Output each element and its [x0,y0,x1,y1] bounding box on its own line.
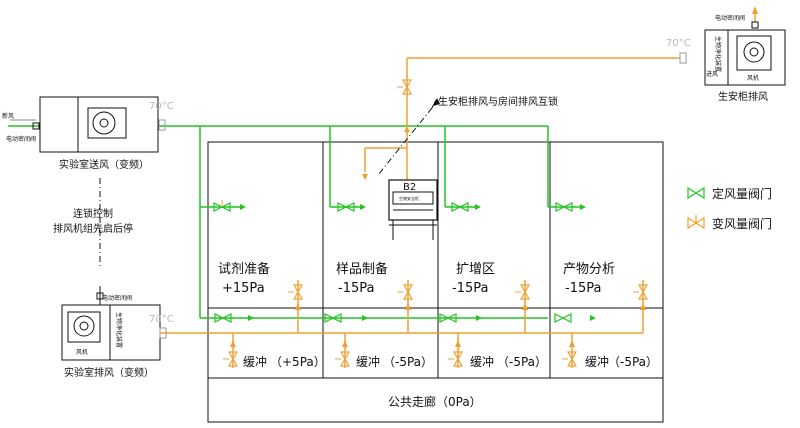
building-outline [207,141,664,423]
bsc-valve-label: 电动密闭阀 [715,14,745,22]
legend: 定风量阀门 变风量阀门 [687,186,772,231]
interlock-note: 连锁控制 排风机组先启后停 [53,178,133,268]
buffer-labels: 缓冲 （+5Pa） 缓冲 （-5Pa） 缓冲 （-5Pa） 缓冲 （-5Pa） [243,354,658,369]
room-name: 产物分析 [563,262,615,277]
exhaust-temp: 70°C [149,314,174,325]
bsc-temp: 70°C [666,38,691,49]
bsc-sublabel: 生物安全柜 [399,195,419,201]
buffer-name: 缓冲 [356,354,380,369]
supply-unit-label: 实验室送风（变频） [59,158,149,171]
supply-unit: 新风 电动密闭阀 70°C 实验室送风（变频） [2,96,174,171]
buffer-pressure: （-5Pa） [383,355,433,369]
room-name: 试剂准备 [218,261,270,277]
buffer-pressure: （+5Pa） [270,355,326,369]
biosafety-cabinet: B2 生物安全柜 [388,179,438,240]
exhaust-filter-label: 生物净化装置 [115,312,123,348]
room-pressure: -15Pa [338,281,374,296]
buffer-pressure: （-5Pa） [608,355,658,369]
bsc-inlet-label: 进风 [706,70,718,78]
buffer-name: 缓冲 [585,354,609,369]
bsc-label: B2 [403,182,416,193]
exhaust-ducts [160,8,756,368]
exhaust-unit: 风机 生物净化装置 电动密闭阀 70°C 实验室排风（变频） [61,286,174,379]
supply-valve-label: 电动密闭阀 [6,135,36,143]
room-name: 扩增区 [456,262,495,277]
buffer-name: 缓冲 [470,354,494,369]
legend-constant-label: 定风量阀门 [712,186,772,201]
exhaust-unit-label: 实验室排风（变频） [64,366,154,379]
bsc-exhaust-label: 生安柜排风 [718,90,768,103]
interlock-title: 连锁控制 [73,207,113,220]
valve-stems [221,86,639,360]
variable-air-valves [227,79,649,367]
exhaust-fan-label: 风机 [76,348,88,356]
corridor-label: 公共走廊（0Pa） [388,394,482,409]
bsc-fan-label: 风机 [747,74,759,82]
constant-air-valves [213,202,573,323]
room-labels: 试剂准备 +15Pa 样品制备 -15Pa 扩增区 -15Pa 产物分析 -15… [218,261,615,296]
bsc-interlock-label: 生安柜排风与房间排风互锁 [438,95,558,108]
bsc-interlock-note: 生安柜排风与房间排风互锁 [377,95,558,176]
legend-variable-label: 变风量阀门 [712,216,772,231]
room-name: 样品制备 [336,261,388,277]
room-pressure: -15Pa [452,281,488,296]
legend-constant-icon [687,186,705,200]
bsc-exhaust-unit: 风机 进风 生物净化装置 电动密闭阀 70°C 生安柜排风 [666,14,786,103]
supply-arrows [240,204,596,321]
fresh-air-label: 新风 [2,112,14,120]
room-pressure: -15Pa [565,281,601,296]
exhaust-arrows [230,6,758,347]
interlock-desc: 排风机组先启后停 [53,222,133,235]
buffer-pressure: （-5Pa） [497,355,547,369]
room-pressure: +15Pa [222,281,265,296]
supply-ducts [8,125,580,319]
buffer-name: 缓冲 [243,354,267,369]
supply-temp: 70°C [149,101,174,112]
bsc-filter-label: 生物净化装置 [714,36,722,72]
legend-variable-icon [687,215,705,230]
exhaust-valve-label: 电动密闭阀 [102,294,132,302]
